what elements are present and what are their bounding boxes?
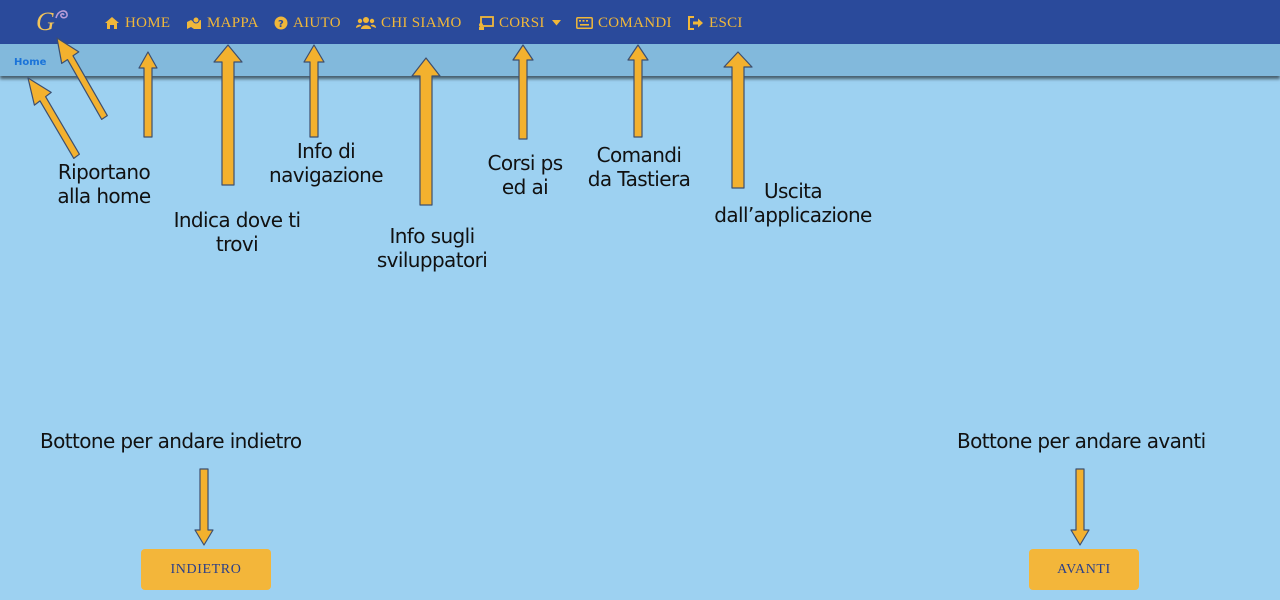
annotation-mappa: Indica dove ti trovi [173, 208, 301, 256]
nav-esci[interactable]: ESCI [688, 12, 743, 34]
annotation-esci: Uscita dall’applicazione [714, 179, 872, 227]
annotation-forward-button: Bottone per andare avanti [957, 429, 1206, 453]
nav-home-label: HOME [125, 14, 171, 31]
nav-corsi-label: CORSI [499, 14, 545, 31]
nav-corsi[interactable]: CORSI [478, 12, 561, 34]
annotation-home: Riportano alla home [57, 160, 151, 208]
keyboard-icon [576, 17, 593, 29]
arrow-to-chi-siamo [411, 57, 441, 206]
swirl-icon [55, 10, 68, 19]
map-icon [187, 16, 201, 29]
annotation-chi-siamo: Info sugli sviluppatori [376, 224, 488, 272]
nav-mappa[interactable]: MAPPA [186, 12, 259, 34]
nav-chi-siamo-label: CHI SIAMO [381, 14, 462, 31]
home-icon [105, 17, 119, 29]
nav-aiuto[interactable]: ? AIUTO [274, 12, 341, 34]
nav-comandi-label: COMANDI [598, 14, 672, 31]
arrow-to-back-button [194, 468, 214, 546]
nav-home[interactable]: HOME [104, 12, 170, 34]
svg-text:?: ? [278, 19, 284, 30]
forward-button[interactable]: AVANTI [1029, 549, 1139, 590]
breadcrumb-home[interactable]: Home [14, 57, 47, 68]
nav-mappa-label: MAPPA [207, 14, 259, 31]
breadcrumb: Home [0, 44, 1280, 76]
chalkboard-icon [479, 16, 494, 30]
nav-esci-label: ESCI [709, 14, 743, 31]
annotation-comandi: Comandi da Tastiera [587, 143, 691, 191]
brand-logo-letter: G [36, 7, 55, 36]
nav-comandi[interactable]: COMANDI [576, 12, 672, 34]
back-button[interactable]: INDIETRO [141, 549, 271, 590]
annotation-back-button: Bottone per andare indietro [40, 429, 302, 453]
brand-logo[interactable]: G [36, 6, 68, 38]
users-icon [356, 17, 376, 29]
annotation-corsi: Corsi ps ed ai [487, 151, 563, 199]
arrow-to-logo-2 [27, 77, 81, 159]
annotation-aiuto: Info di navigazione [269, 139, 384, 187]
navbar: G HOME MAPPA ? AIUTO CHI SIAMO CORSI COM… [0, 0, 1280, 44]
nav-chi-siamo[interactable]: CHI SIAMO [356, 12, 462, 34]
question-circle-icon: ? [274, 16, 288, 30]
nav-aiuto-label: AIUTO [293, 14, 341, 31]
arrow-to-forward-button [1070, 468, 1090, 546]
chevron-down-icon [551, 20, 561, 26]
sign-out-icon [688, 16, 703, 30]
